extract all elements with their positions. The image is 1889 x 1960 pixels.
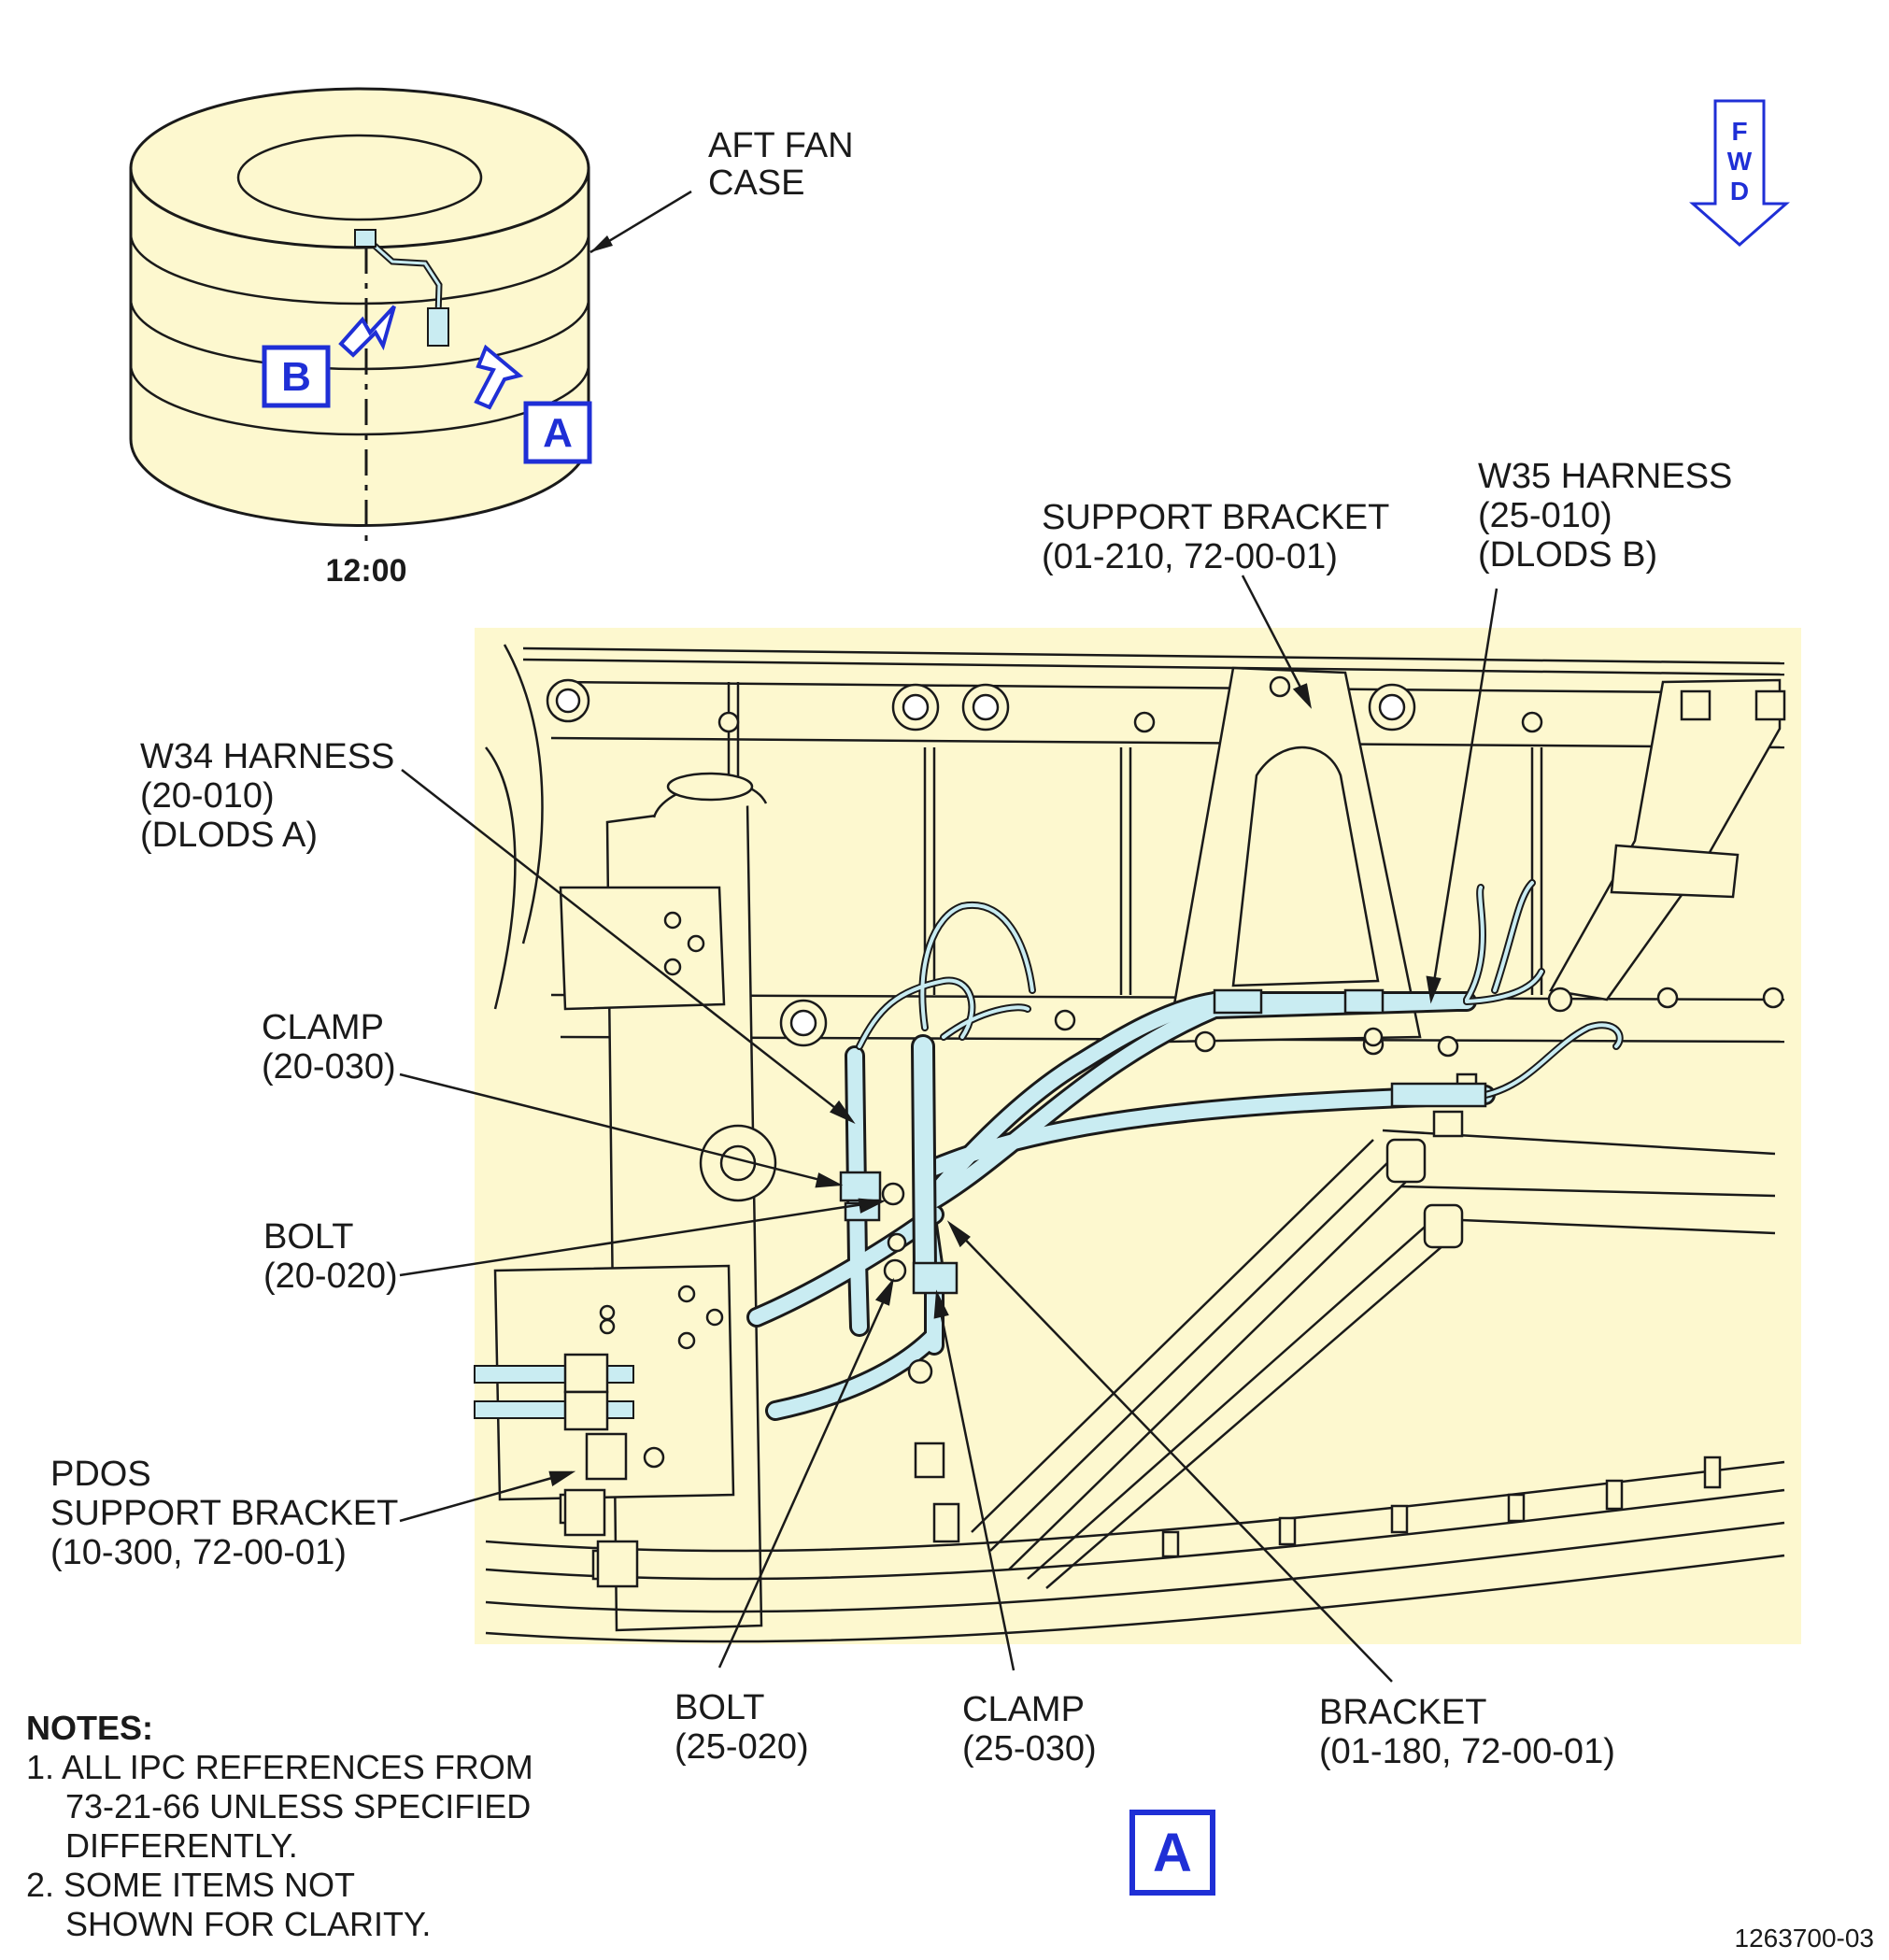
detail-view-a — [474, 628, 1801, 1644]
fan-case-label-line2: CASE — [708, 163, 804, 203]
svg-text:NOTES:: NOTES: — [26, 1709, 153, 1747]
fan-case-label-line1: AFT FAN — [708, 126, 854, 165]
clamp-20-030-shape — [839, 1171, 882, 1202]
svg-text:A: A — [1153, 1823, 1192, 1883]
svg-text:W: W — [1727, 147, 1753, 176]
bolt-20-020-shape — [881, 1182, 905, 1206]
view-a-arrow — [474, 344, 524, 410]
svg-text:(DLODS A): (DLODS A) — [140, 816, 318, 855]
svg-text:SUPPORT BRACKET: SUPPORT BRACKET — [50, 1494, 398, 1533]
clamp-25-030-shape — [912, 1261, 959, 1295]
fan-case-inner-ring — [236, 134, 483, 221]
harness-clamps — [839, 988, 1487, 1295]
callout-w35-harness: W35 HARNESS (25-010) (DLODS B) — [1478, 457, 1732, 575]
fan-case-groove-2 — [129, 298, 590, 371]
view-tag-b — [262, 345, 331, 408]
svg-text:(20-030): (20-030) — [262, 1047, 396, 1087]
callout-leaders — [399, 575, 1498, 1683]
svg-text:A: A — [543, 410, 573, 456]
fan-case-groove-1 — [129, 233, 590, 305]
svg-text:(DLODS B): (DLODS B) — [1478, 535, 1657, 575]
support-bracket-a-frame — [1166, 666, 1422, 1044]
svg-text:(20-010): (20-010) — [140, 776, 275, 816]
svg-text:(01-180, 72-00-01): (01-180, 72-00-01) — [1319, 1732, 1615, 1771]
svg-text:D: D — [1730, 177, 1749, 206]
svg-text:(01-210, 72-00-01): (01-210, 72-00-01) — [1042, 537, 1338, 576]
view-tag-a — [523, 401, 592, 464]
svg-text:(25-020): (25-020) — [675, 1727, 809, 1767]
fan-case-groove-3 — [129, 363, 590, 436]
svg-text:BOLT: BOLT — [263, 1217, 353, 1257]
svg-text:(20-020): (20-020) — [263, 1257, 398, 1296]
forward-direction-arrow: F W D — [1689, 99, 1790, 247]
svg-text:BOLT: BOLT — [675, 1688, 764, 1727]
fan-case-inset: 12:00 B A AFT FAN CASE — [129, 87, 854, 589]
svg-text:W34 HARNESS: W34 HARNESS — [140, 737, 394, 776]
clock-position-label: 12:00 — [326, 553, 407, 589]
svg-text:B: B — [281, 354, 311, 400]
svg-text:(10-300, 72-00-01): (10-300, 72-00-01) — [50, 1533, 347, 1572]
right-upper-bracket — [1549, 678, 1782, 1001]
svg-text:CLAMP: CLAMP — [262, 1008, 384, 1047]
svg-text:(25-010): (25-010) — [1478, 496, 1612, 535]
callout-support-bracket: SUPPORT BRACKET (01-210, 72-00-01) — [1042, 498, 1389, 576]
svg-text:W35 HARNESS: W35 HARNESS — [1478, 457, 1732, 496]
harness-bolts — [643, 1027, 1384, 1469]
svg-text:SUPPORT BRACKET: SUPPORT BRACKET — [1042, 498, 1389, 537]
svg-text:(25-030): (25-030) — [962, 1729, 1097, 1768]
svg-text:DIFFERENTLY.: DIFFERENTLY. — [65, 1826, 298, 1865]
view-label-a: A — [1129, 1810, 1215, 1896]
svg-text:SHOWN FOR CLARITY.: SHOWN FOR CLARITY. — [65, 1905, 431, 1943]
aft-flange — [485, 1460, 1785, 1643]
callout-bolt-20-020: BOLT (20-020) — [263, 1217, 398, 1296]
view-b-arrow — [338, 305, 396, 358]
svg-text:PDOS: PDOS — [50, 1455, 151, 1494]
notes-block: NOTES: 1. ALL IPC REFERENCES FROM 73-21-… — [26, 1709, 533, 1943]
svg-text:2. SOME ITEMS NOT: 2. SOME ITEMS NOT — [26, 1866, 355, 1904]
pdos-harness-stubs — [474, 1353, 639, 1588]
svg-text:F: F — [1731, 117, 1747, 146]
callout-w34-harness: W34 HARNESS (20-010) (DLODS A) — [140, 737, 394, 855]
svg-text:BRACKET: BRACKET — [1319, 1693, 1486, 1732]
drawing-number: 1263700-03 — [1735, 1924, 1874, 1953]
fan-case-top-rim — [129, 87, 590, 249]
svg-text:1. ALL IPC REFERENCES FROM: 1. ALL IPC REFERENCES FROM — [26, 1748, 533, 1786]
callout-clamp-25-030: CLAMP (25-030) — [962, 1690, 1097, 1768]
callout-clamp-20-030: CLAMP (20-030) — [262, 1008, 396, 1087]
callout-bracket-01-180: BRACKET (01-180, 72-00-01) — [1319, 1693, 1615, 1771]
svg-text:CLAMP: CLAMP — [962, 1690, 1085, 1729]
callout-pdos-support-bracket: PDOS SUPPORT BRACKET (10-300, 72-00-01) — [50, 1455, 398, 1572]
boss-fittings — [546, 678, 1786, 1058]
callout-bolt-25-020: BOLT (25-020) — [675, 1688, 809, 1767]
svg-text:73-21-66 UNLESS SPECIFIED: 73-21-66 UNLESS SPECIFIED — [65, 1787, 531, 1825]
bolt-25-020-shape — [883, 1258, 907, 1283]
